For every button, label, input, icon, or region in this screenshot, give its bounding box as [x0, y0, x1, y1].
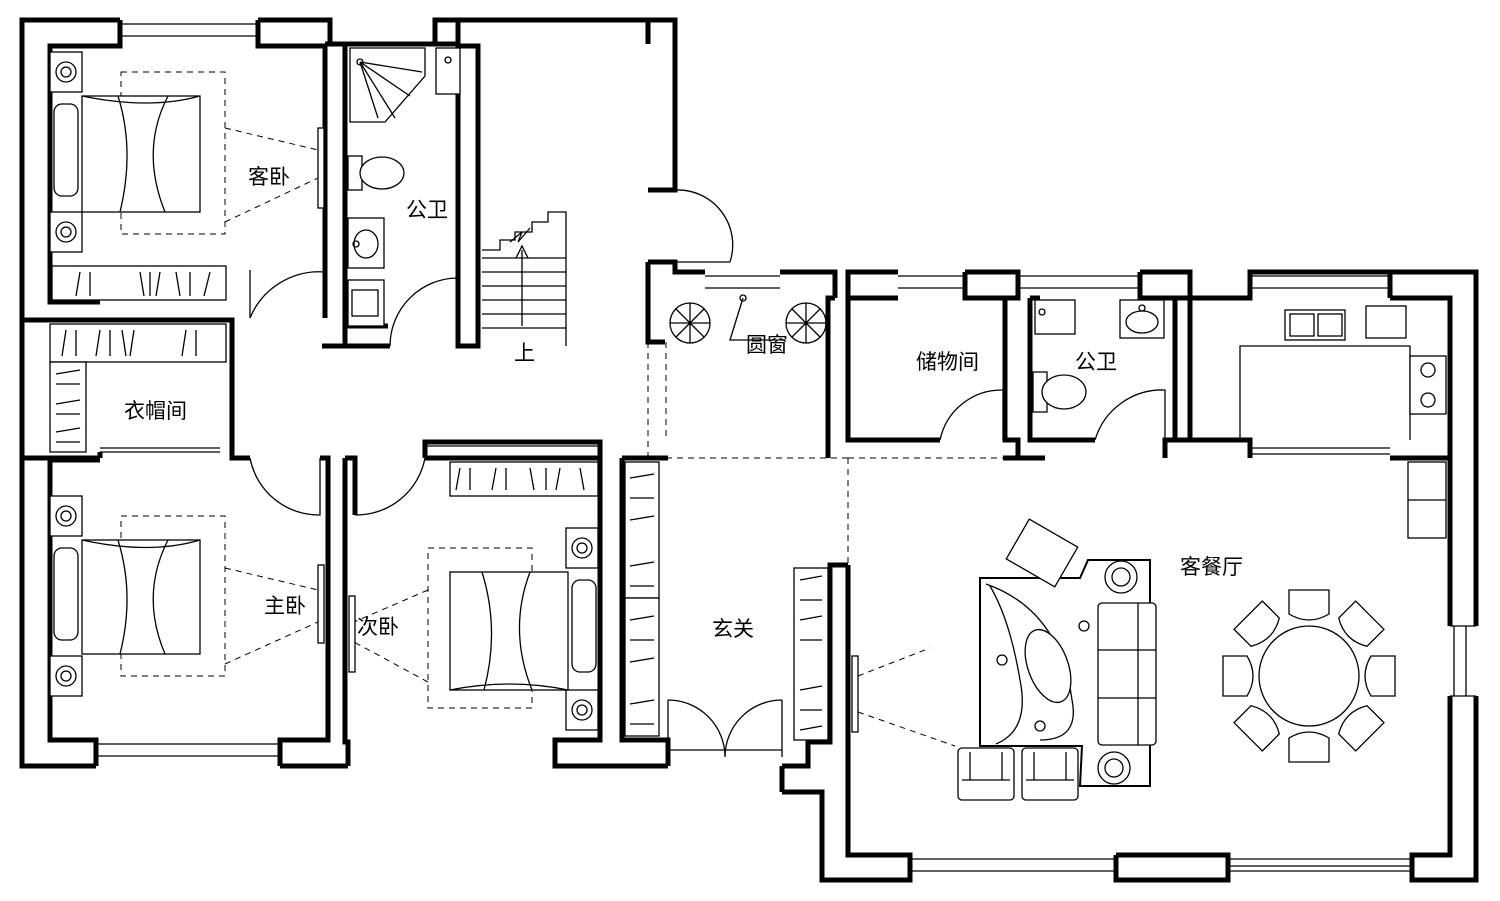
label-public-bath-1: 公卫 — [406, 198, 448, 222]
dining-chair — [1364, 655, 1396, 697]
dining-set — [1258, 625, 1360, 727]
label-cloakroom: 衣帽间 — [124, 399, 187, 423]
walls — [19, 17, 1479, 883]
bath1-fixtures — [347, 47, 461, 327]
dining-chair — [1337, 600, 1385, 648]
dining-chair — [1337, 704, 1385, 752]
second-bed — [348, 461, 599, 731]
label-guest-bedroom: 客卧 — [248, 165, 290, 189]
living-furniture — [957, 518, 1157, 801]
stairs — [482, 211, 567, 346]
kitchen — [1239, 305, 1447, 539]
label-second-bedroom: 次卧 — [357, 615, 399, 639]
label-foyer: 玄关 — [712, 617, 754, 641]
cloak-shelves — [49, 323, 227, 453]
label-master-bedroom: 主卧 — [264, 594, 306, 618]
label-public-bath-2: 公卫 — [1075, 350, 1117, 374]
dining-chairs — [1222, 589, 1396, 763]
label-stair-up: 上 — [514, 341, 535, 365]
label-round-window: 圆窗 — [746, 333, 788, 357]
master-bed — [49, 495, 325, 697]
plants — [669, 294, 827, 344]
label-living-dining: 客餐厅 — [1180, 555, 1243, 579]
guest-bed — [49, 51, 325, 301]
bath2-fixtures — [1032, 299, 1165, 413]
label-storage: 储物间 — [916, 350, 979, 374]
room-labels: 客卧 公卫 上 圆窗 储物间 公卫 衣帽间 主卧 次卧 玄关 客餐厅 — [124, 165, 1243, 641]
foyer-closets — [624, 461, 956, 747]
dining-chair — [1233, 704, 1281, 752]
dashed-lines — [647, 342, 1003, 565]
dining-chair — [1288, 731, 1330, 763]
doors — [249, 189, 1412, 867]
dining-chair — [1222, 655, 1254, 697]
dining-chair — [1233, 600, 1281, 648]
dining-chair — [1288, 589, 1330, 621]
